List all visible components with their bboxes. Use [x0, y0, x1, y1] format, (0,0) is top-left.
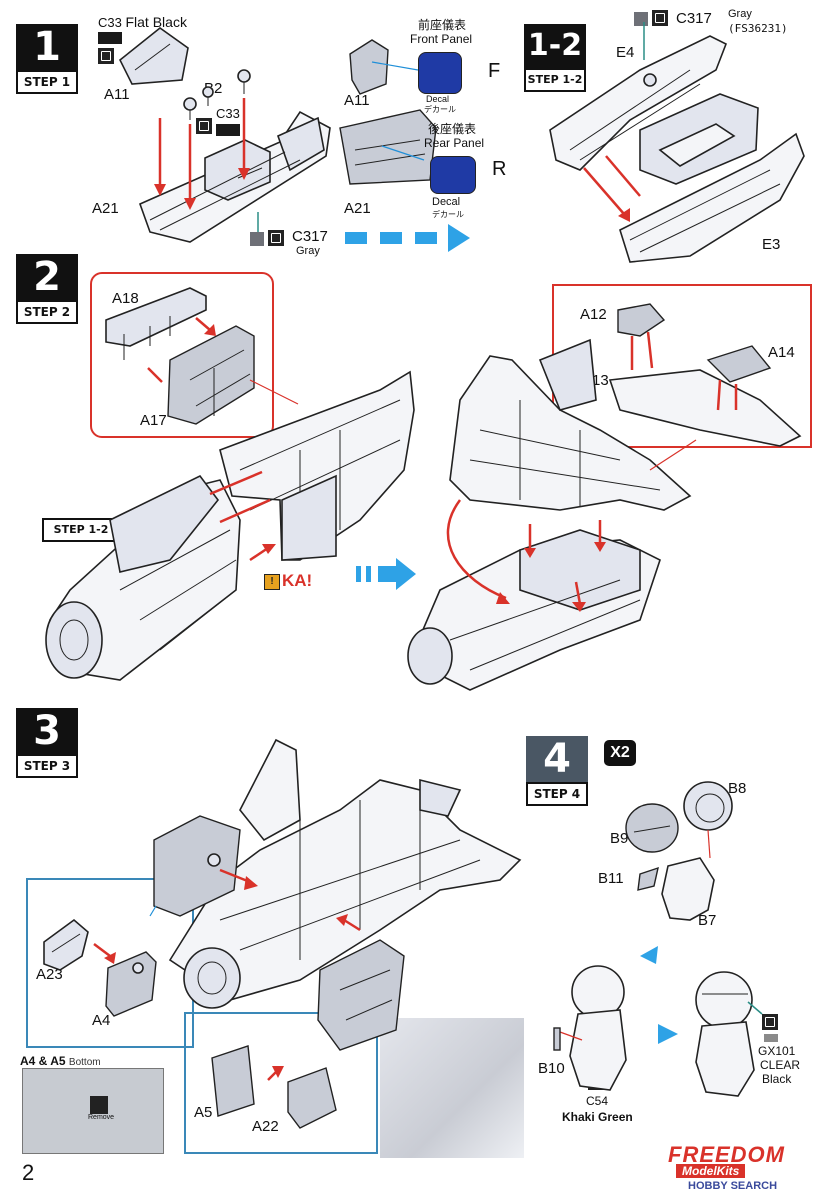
part-a11-small: A11: [344, 92, 370, 109]
step2-diagram: [45, 287, 802, 691]
step1-label: STEP 1: [16, 70, 78, 94]
paint-bucket-icon: [98, 48, 114, 64]
step1-2-reference: STEP 1-2: [42, 518, 120, 542]
c33-flat-black-label: C33 Flat Black: [98, 14, 187, 30]
front-panel-en: Front Panel: [410, 32, 473, 46]
gx101-name1: CLEAR: [760, 1058, 801, 1072]
sandpaper-icon: [90, 1096, 108, 1114]
step1-number: 1: [16, 24, 78, 70]
part-b9: B9: [610, 830, 629, 847]
part-a14: A14: [768, 344, 795, 361]
click-sound-text: KA!: [282, 571, 313, 590]
part-a18: A18: [112, 290, 139, 307]
part-a22: A22: [252, 1118, 279, 1135]
paint-bucket-icon: [268, 230, 284, 246]
step3-inset-a5-a22: [184, 1012, 378, 1154]
hobby-search-watermark: HOBBY SEARCH: [688, 1180, 778, 1192]
step2-number: 2: [16, 254, 78, 300]
step1-2-number: 1-2: [524, 24, 586, 68]
c317-name-2: Gray: [728, 8, 752, 20]
gx101-swatch: [764, 1034, 778, 1042]
freedom-logo-sub: ModelKits: [676, 1164, 746, 1178]
part-a11: A11: [104, 86, 130, 103]
step4-label: STEP 4: [526, 782, 588, 806]
part-a12: A12: [580, 306, 607, 323]
c317-label-2: C317: [676, 10, 712, 27]
front-decal-jp: デカール: [424, 105, 456, 114]
rear-panel-letter: R: [492, 158, 507, 180]
gx101-code: GX101: [758, 1044, 796, 1058]
c317-swatch: [250, 232, 264, 246]
part-b11: B11: [598, 870, 624, 887]
step1-2-fuselage-diagram: [549, 22, 805, 263]
paint-bucket-icon: [196, 118, 212, 134]
rear-panel-jp: 後座儀表: [428, 122, 477, 136]
rear-panel-en: Rear Panel: [424, 136, 485, 150]
step3-label: STEP 3: [16, 754, 78, 778]
c317-fs-code: (FS36231): [728, 22, 788, 35]
step2-label: STEP 2: [16, 300, 78, 324]
step3-diagram: [43, 738, 522, 1129]
rear-decal-jp: デカール: [432, 210, 464, 219]
click-sound-icon: !: [264, 574, 280, 590]
page-number: 2: [22, 1160, 35, 1185]
step3-number: 3: [16, 708, 78, 754]
c317-label: C317: [292, 228, 328, 245]
gx101-name2: Black: [762, 1072, 792, 1086]
reference-photo: [380, 1018, 524, 1158]
front-panel-jp: 前座儀表: [418, 18, 467, 32]
c317-name: Gray: [296, 245, 320, 257]
part-a21: A21: [92, 200, 119, 217]
paint-bucket-icon: [762, 1014, 778, 1030]
part-c33-label: C33: [216, 106, 240, 121]
rear-decal-en: Decal: [432, 196, 461, 208]
front-decal-en: Decal: [426, 94, 450, 104]
part-a17: A17: [140, 412, 167, 429]
part-b7: B7: [698, 912, 717, 929]
part-b8: B8: [728, 780, 747, 797]
paint-bucket-icon: [652, 10, 668, 26]
part-e3: E3: [762, 236, 781, 253]
rear-panel-decal: [430, 156, 476, 194]
step4-number: 4: [526, 736, 588, 782]
remove-label: Remove: [88, 1114, 115, 1121]
c33-swatch: [98, 32, 122, 44]
c33-swatch: [216, 124, 240, 136]
step4-pilot-diagram: [553, 781, 763, 1097]
step1-2-label: STEP 1-2: [524, 68, 586, 92]
part-b10: B10: [538, 1060, 565, 1077]
freedom-logo: FREEDOM: [668, 1142, 785, 1167]
part-a4: A4: [92, 1012, 111, 1029]
front-panel-decal: [418, 52, 462, 94]
step1-cockpit-diagram: [118, 26, 470, 252]
front-panel-letter: F: [488, 60, 501, 82]
step2-inset-a18-a17: [90, 272, 274, 438]
c54-name: Khaki Green: [562, 1110, 633, 1124]
part-a23: A23: [36, 966, 63, 983]
a4-a5-bottom-title: A4 & A5 Bottom: [20, 1054, 101, 1068]
c54-code: C54: [586, 1094, 609, 1108]
part-a21-small: A21: [344, 200, 371, 217]
part-a5: A5: [194, 1104, 213, 1121]
x2-multiplier: X2: [604, 740, 636, 766]
part-e4: E4: [616, 44, 635, 61]
